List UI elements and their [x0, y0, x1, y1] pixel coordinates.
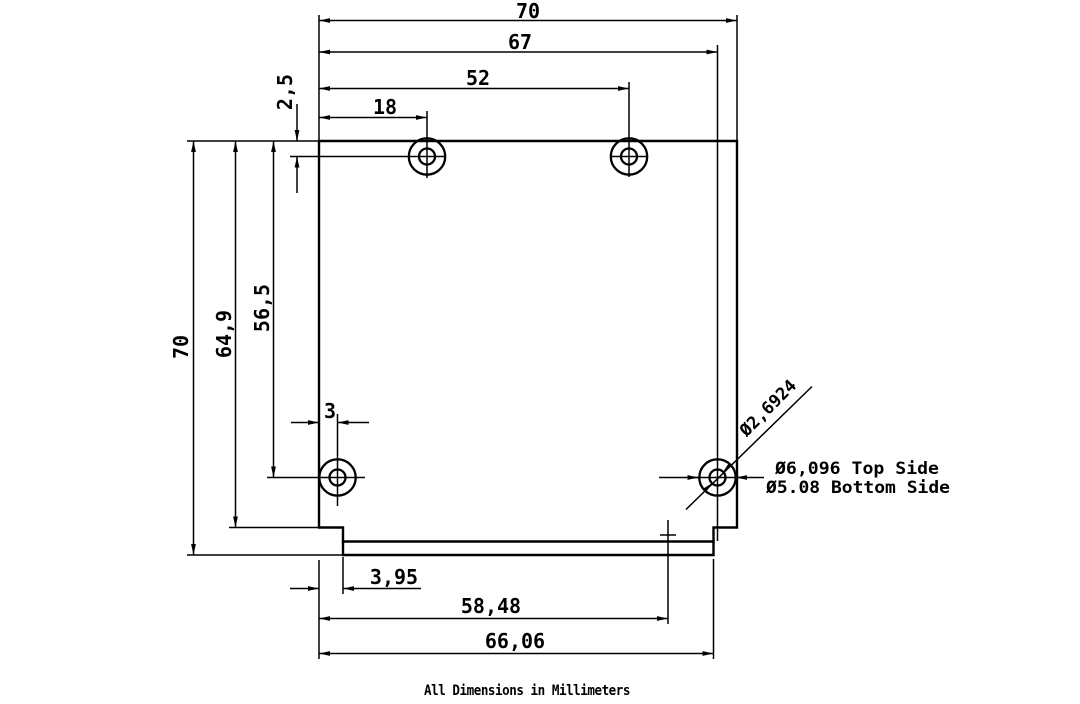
dim-18-label: 18	[373, 95, 397, 119]
arrow-left-icon	[319, 18, 330, 23]
arrow-up-icon	[233, 141, 238, 152]
dim-64-9: 64,9	[212, 141, 238, 528]
callout-pad-diameters: Ø6,096 Top Side Ø5.08 Bottom Side	[659, 459, 950, 498]
dim-3-95: 3,95	[290, 565, 421, 591]
dim-67-label: 67	[508, 30, 532, 54]
dim-18: 18	[319, 95, 427, 120]
dim-overall-width: 70	[319, 0, 737, 23]
dim-66-06-label: 66,06	[485, 629, 545, 653]
units-note: All Dimensions in Millimeters	[424, 683, 630, 699]
arrow-diag-upper-icon	[702, 483, 712, 493]
arrow-left-icon	[319, 616, 330, 621]
arrow-right-icon	[308, 420, 319, 425]
arrow-down-icon	[191, 544, 196, 555]
dim-58-48: 58,48	[319, 594, 668, 621]
arrow-down-icon	[294, 130, 300, 141]
dim-58-48-label: 58,48	[461, 594, 521, 618]
arrow-left-icon	[319, 651, 330, 656]
arrow-left-icon	[319, 49, 330, 55]
arrow-left-icon	[319, 86, 330, 91]
arrow-right-icon	[618, 86, 629, 91]
board-outline	[317, 139, 739, 557]
arrow-right-icon	[657, 616, 668, 621]
dim-56-5: 56,5	[250, 141, 276, 478]
dim-2-5-label: 2,5	[273, 74, 297, 110]
dim-67: 67	[319, 30, 718, 55]
arrow-up-icon	[294, 156, 300, 168]
arrow-right-icon	[308, 586, 319, 591]
bottom-diameter-label: Ø5.08 Bottom Side	[765, 478, 950, 498]
dim-3: 3	[291, 399, 369, 425]
dim-64-9-label: 64,9	[212, 310, 236, 358]
mounting-holes	[318, 137, 737, 497]
dim-3-95-label: 3,95	[370, 565, 418, 589]
arrow-right-icon	[416, 115, 427, 120]
arrow-left-icon	[337, 420, 349, 425]
arrow-left-icon	[343, 586, 354, 591]
dim-70-top-label: 70	[516, 0, 540, 23]
dim-52: 52	[319, 66, 629, 91]
extension-lines	[187, 15, 741, 659]
dim-56-5-label: 56,5	[250, 284, 274, 332]
arrow-down-icon	[271, 466, 276, 478]
top-diameter-label: Ø6,096 Top Side	[774, 459, 939, 479]
dim-52-label: 52	[466, 66, 490, 90]
dim-overall-height: 70	[169, 141, 196, 555]
arrow-up-icon	[271, 141, 276, 152]
arrow-diag-lower-icon	[723, 462, 733, 472]
board-perimeter	[317, 139, 739, 557]
dim-3-label: 3	[324, 399, 336, 423]
arrow-right-icon	[706, 49, 718, 55]
inner-diameter-label: Ø2,6924	[735, 376, 801, 442]
arrow-up-icon	[191, 141, 196, 152]
dim-66-06: 66,06	[319, 629, 714, 656]
arrow-right-icon	[687, 475, 699, 480]
arrow-right-icon	[726, 18, 737, 23]
dim-70-left-label: 70	[169, 335, 193, 359]
arrow-left-icon	[319, 115, 330, 120]
arrow-left-icon	[736, 475, 747, 480]
dim-2-5: 2,5	[273, 74, 300, 193]
arrow-down-icon	[233, 516, 238, 528]
arrow-right-icon	[702, 651, 714, 656]
